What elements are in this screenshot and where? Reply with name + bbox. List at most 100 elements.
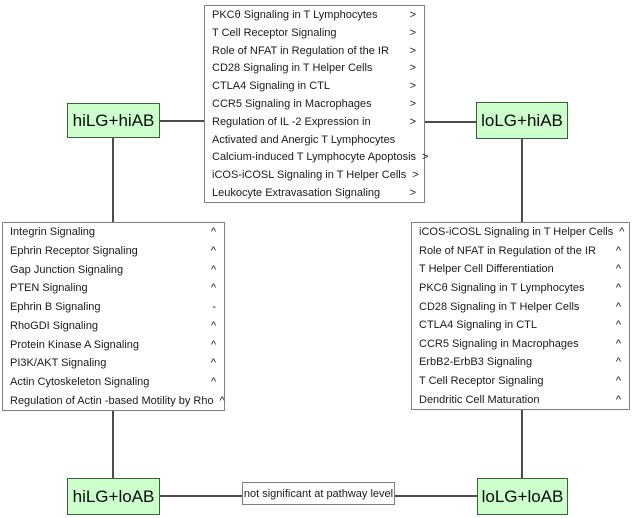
connector-hihi-to-toplist [160,120,205,122]
pathway-label: CTLA4 Signaling in CTL [212,80,331,93]
pathway-row: PKCθ Signaling in T Lymphocytes > [205,6,424,24]
pathway-row: iCOS-iCOSL Signaling in T Helper Cells ^ [412,223,629,242]
node-label: hiLG+loAB [72,486,155,506]
pathway-row: CCR5 Signaling in Macrophages > [205,95,424,113]
pathway-label: Leukocyte Extravasation Signaling [212,187,381,200]
pathway-row: CD28 Signaling in T Helper Cells ^ [412,297,629,316]
connector-leftlist-to-hilo [112,410,114,479]
pathway-label: CCR5 Signaling in Macrophages [419,337,579,350]
pathway-label: Gap Junction Signaling [10,263,124,276]
pathway-list-right: iCOS-iCOSL Signaling in T Helper Cells ^… [411,222,630,410]
pathway-label: CD28 Signaling in T Helper Cells [419,300,580,313]
pathway-row: Regulation of IL -2 Expression in > [205,113,424,131]
pathway-list-left: Integrin Signaling ^ Ephrin Receptor Sig… [2,222,225,411]
pathway-label: PKCθ Signaling in T Lymphocytes [419,282,585,295]
pathway-label: iCOS-iCOSL Signaling in T Helper Cells [419,226,614,239]
pathway-row: iCOS-iCOSL Signaling in T Helper Cells > [205,166,424,184]
pathway-label: CTLA4 Signaling in CTL [419,319,538,332]
pathway-label: CCR5 Signaling in Macrophages [212,97,372,110]
direction-symbol: > [422,151,429,164]
connector-toplist-to-lohi [424,121,477,123]
pathway-row: ErbB2-ErbB3 Signaling ^ [412,353,629,372]
pathway-row: Integrin Signaling ^ [3,223,224,242]
pathway-row: Ephrin Receptor Signaling ^ [3,242,224,261]
node-label: loLG+hiAB [481,110,563,130]
pathway-label: Protein Kinase A Signaling [10,338,140,351]
pathway-label: PKCθ Signaling in T Lymphocytes [212,8,378,21]
connector-lohi-to-rightlist [521,138,523,223]
direction-symbol: ^ [210,338,216,351]
pathway-label: Role of NFAT in Regulation of the IR [212,44,389,57]
pathway-row: Role of NFAT in Regulation of the IR > [205,42,424,60]
direction-symbol: > [409,44,416,57]
direction-symbol: > [409,187,416,200]
note-not-significant: not significant at pathway level [242,482,395,505]
direction-symbol: ^ [210,282,216,295]
direction-symbol: ^ [615,393,621,406]
pathway-label: Dendritic Cell Maturation [419,393,540,406]
direction-symbol: ^ [615,337,621,350]
node-hilg-loab: hiLG+loAB [67,478,160,515]
direction-symbol: > [409,80,416,93]
direction-symbol: ^ [210,319,216,332]
pathway-row: CD28 Signaling in T Helper Cells > [205,59,424,77]
node-hilg-hiab: hiLG+hiAB [67,103,160,138]
pathway-label: RhoGDI Signaling [10,319,99,332]
connector-note-to-lolo [394,495,478,497]
pathway-label: ErbB2-ErbB3 Signaling [419,356,533,369]
direction-symbol: > [409,115,416,128]
direction-symbol: ^ [615,244,621,257]
direction-symbol: ^ [619,226,625,239]
direction-symbol: ^ [615,263,621,276]
pathway-row: Gap Junction Signaling ^ [3,260,224,279]
pathway-label: CD28 Signaling in T Helper Cells [212,62,373,75]
pathway-row: Dendritic Cell Maturation ^ [412,390,629,409]
pathway-row: Role of NFAT in Regulation of the IR ^ [412,242,629,261]
pathway-label: PTEN Signaling [10,282,88,295]
connector-hilo-to-note [160,495,243,497]
pathway-row: Actin Cytoskeleton Signaling ^ [3,373,224,392]
direction-symbol: ^ [210,245,216,258]
pathway-row: T Cell Receptor Signaling ^ [412,372,629,391]
pathway-row: RhoGDI Signaling ^ [3,317,224,336]
pathway-row: CCR5 Signaling in Macrophages ^ [412,335,629,354]
note-label: not significant at pathway level [243,487,394,500]
connector-rightlist-to-lolo [521,409,523,479]
pathway-list-top: PKCθ Signaling in T Lymphocytes > T Cell… [204,5,428,203]
pathway-label: T Helper Cell Differentiation [419,263,554,276]
pathway-label: Ephrin B Signaling [10,301,101,314]
direction-symbol: ^ [615,356,621,369]
direction-symbol: - [212,301,216,314]
pathway-label: PI3K/AKT Signaling [10,357,107,370]
direction-symbol: ^ [210,357,216,370]
pathway-row: PKCθ Signaling in T Lymphocytes ^ [412,279,629,298]
pathway-label: Actin Cytoskeleton Signaling [10,375,150,388]
node-label: hiLG+hiAB [72,110,155,130]
pathway-row: Calcium-induced T Lymphocyte Apoptosis > [205,149,428,167]
direction-symbol: ^ [615,282,621,295]
node-lolg-loab: loLG+loAB [477,478,568,515]
pathway-row: CTLA4 Signaling in CTL ^ [412,316,629,335]
pathway-row: PTEN Signaling ^ [3,279,224,298]
pathway-label: T Cell Receptor Signaling [419,375,544,388]
connector-hihi-to-leftlist [112,137,114,223]
direction-symbol: ^ [615,375,621,388]
direction-symbol: ^ [615,319,621,332]
pathway-label: Ephrin Receptor Signaling [10,245,138,258]
direction-symbol: ^ [210,375,216,388]
pathway-row: Protein Kinase A Signaling ^ [3,335,224,354]
pathway-label: Integrin Signaling [10,226,96,239]
pathway-label: Regulation of IL -2 Expression in [212,115,371,128]
direction-symbol: ^ [210,263,216,276]
pathway-row: CTLA4 Signaling in CTL > [205,77,424,95]
pathway-row: PI3K/AKT Signaling ^ [3,354,224,373]
direction-symbol: ^ [210,226,216,239]
direction-symbol: > [412,169,419,182]
pathway-row: T Cell Receptor Signaling > [205,24,424,42]
pathway-row: Ephrin B Signaling - [3,298,224,317]
pathway-row: Leukocyte Extravasation Signaling > [205,184,424,202]
direction-symbol: ^ [219,394,225,407]
direction-symbol: > [409,62,416,75]
pathway-row: Regulation of Actin -based Motility by R… [3,391,225,410]
